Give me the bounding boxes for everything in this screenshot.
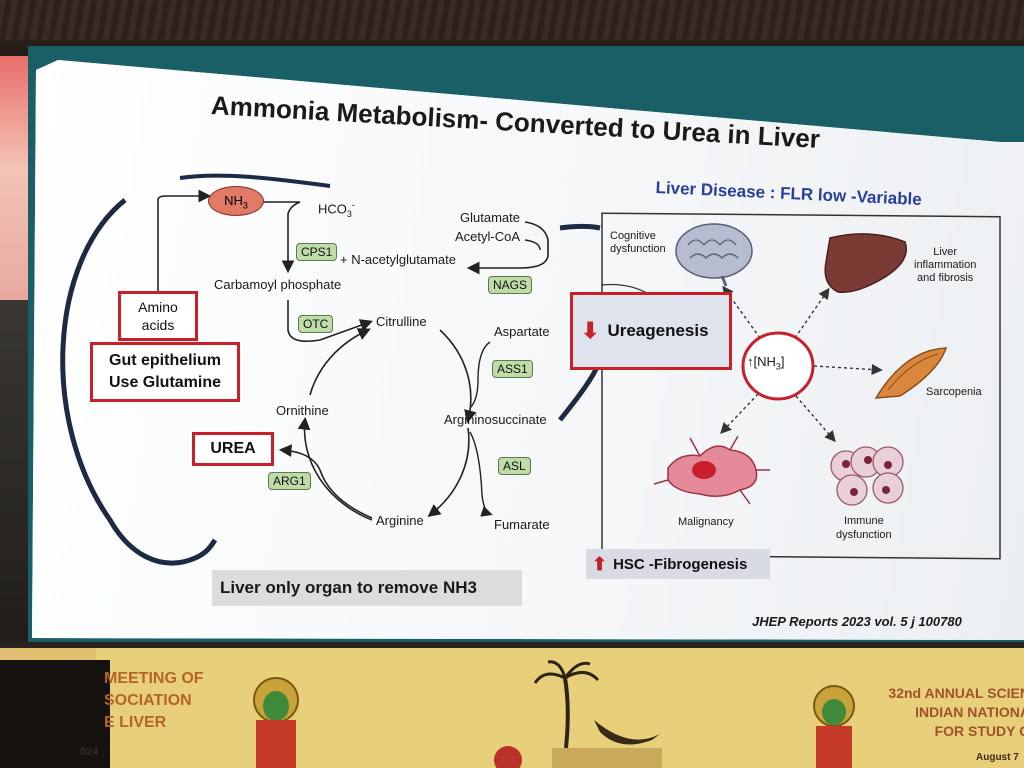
ornithine-label: Ornithine — [276, 403, 329, 418]
enzyme-cps1: CPS1 — [296, 243, 338, 261]
sarcopenia-label: Sarcopenia — [926, 386, 982, 398]
banner-year: 024 — [80, 746, 99, 758]
immune-cells-icon — [830, 446, 904, 506]
gut-line2: Use Glutamine — [108, 374, 222, 391]
gut-line1: Gut epithelium — [109, 352, 221, 369]
hsc-label: HSC -Fibrogenesis — [613, 555, 748, 573]
nh3-subscript: 3 — [242, 200, 248, 211]
argininosuccinate-label: Argininosuccinate — [444, 412, 547, 427]
carbamoyl-phosphate-label: Carbamoyl phosphate — [214, 277, 342, 292]
n-acetylglutamate-label: + N-acetylglutamate — [340, 252, 456, 267]
nh3-label: NH — [224, 193, 243, 208]
banner-date: August 7 — [976, 752, 1019, 763]
malignant-cell-icon — [653, 435, 770, 505]
banner-graphics — [253, 660, 855, 768]
cognitive-label: Cognitive dysfunction — [610, 230, 666, 255]
hsc-box: ⬆ HSC -Fibrogenesis — [586, 549, 770, 579]
immune-label: Immune dysfunction — [836, 515, 892, 541]
nh3-node: NH3 — [208, 186, 264, 216]
gut-epithelium-box: Gut epithelium Use Glutamine — [90, 342, 240, 402]
malignancy-label: Malignancy — [678, 516, 734, 528]
brain-icon — [675, 223, 753, 287]
banner-left-text: MEETING OF SOCIATION E LIVER — [104, 670, 204, 731]
liver-icon — [824, 233, 907, 293]
center-nh3: ↑[NH3] — [747, 354, 785, 372]
enzyme-asl: ASL — [498, 457, 531, 475]
citation: JHEP Reports 2023 vol. 5 j 100780 — [752, 614, 962, 629]
enzyme-otc: OTC — [298, 315, 334, 333]
glutamate-label: Glutamate — [460, 210, 520, 225]
up-arrow-icon: ↑ — [747, 354, 754, 369]
urea-box: UREA — [192, 432, 274, 466]
fumarate-label: Fumarate — [494, 517, 550, 532]
palm-tree-icon — [533, 660, 600, 749]
muscle-icon — [874, 347, 948, 399]
ureagenesis-label: Ureagenesis — [607, 321, 709, 340]
enzyme-nags: NAGS — [488, 276, 533, 294]
amino-acids-line2: acids — [141, 317, 175, 333]
acetyl-coa-label: Acetyl-CoA — [455, 229, 521, 244]
arginine-label: Arginine — [376, 513, 424, 528]
urea-label: UREA — [210, 440, 256, 457]
aspartate-label: Aspartate — [494, 324, 550, 339]
liver-label: Liver inflammation and fibrosis — [914, 246, 977, 284]
citrulline-label: Citrulline — [376, 314, 427, 329]
amino-acids-box: Amino acids — [118, 291, 198, 341]
kathakali-figure-right-icon — [813, 685, 855, 768]
association-logo-icon — [494, 746, 522, 768]
footer-note-box: Liver only organ to remove NH3 — [212, 570, 522, 606]
snake-boat-icon — [594, 720, 660, 745]
enzyme-arg1: ARG1 — [268, 472, 311, 490]
amino-acids-line1: Amino — [138, 299, 178, 315]
inasl-logo-icon — [552, 748, 662, 768]
ureagenesis-box: ⬇ Ureagenesis — [570, 292, 732, 370]
enzyme-ass1: ASS1 — [492, 360, 533, 378]
podium — [0, 660, 110, 768]
down-arrow-icon: ⬇ — [581, 318, 600, 343]
kathakali-figure-left-icon — [253, 677, 299, 768]
hco3-label: HCO3- — [318, 200, 355, 219]
banner-right-text: 32nd ANNUAL SCIEN INDIAN NATIONA FOR STU… — [888, 685, 1024, 739]
podium-top — [0, 648, 96, 662]
footer-note: Liver only organ to remove NH3 — [220, 578, 477, 597]
hsc-up-arrow-icon: ⬆ — [592, 553, 608, 574]
